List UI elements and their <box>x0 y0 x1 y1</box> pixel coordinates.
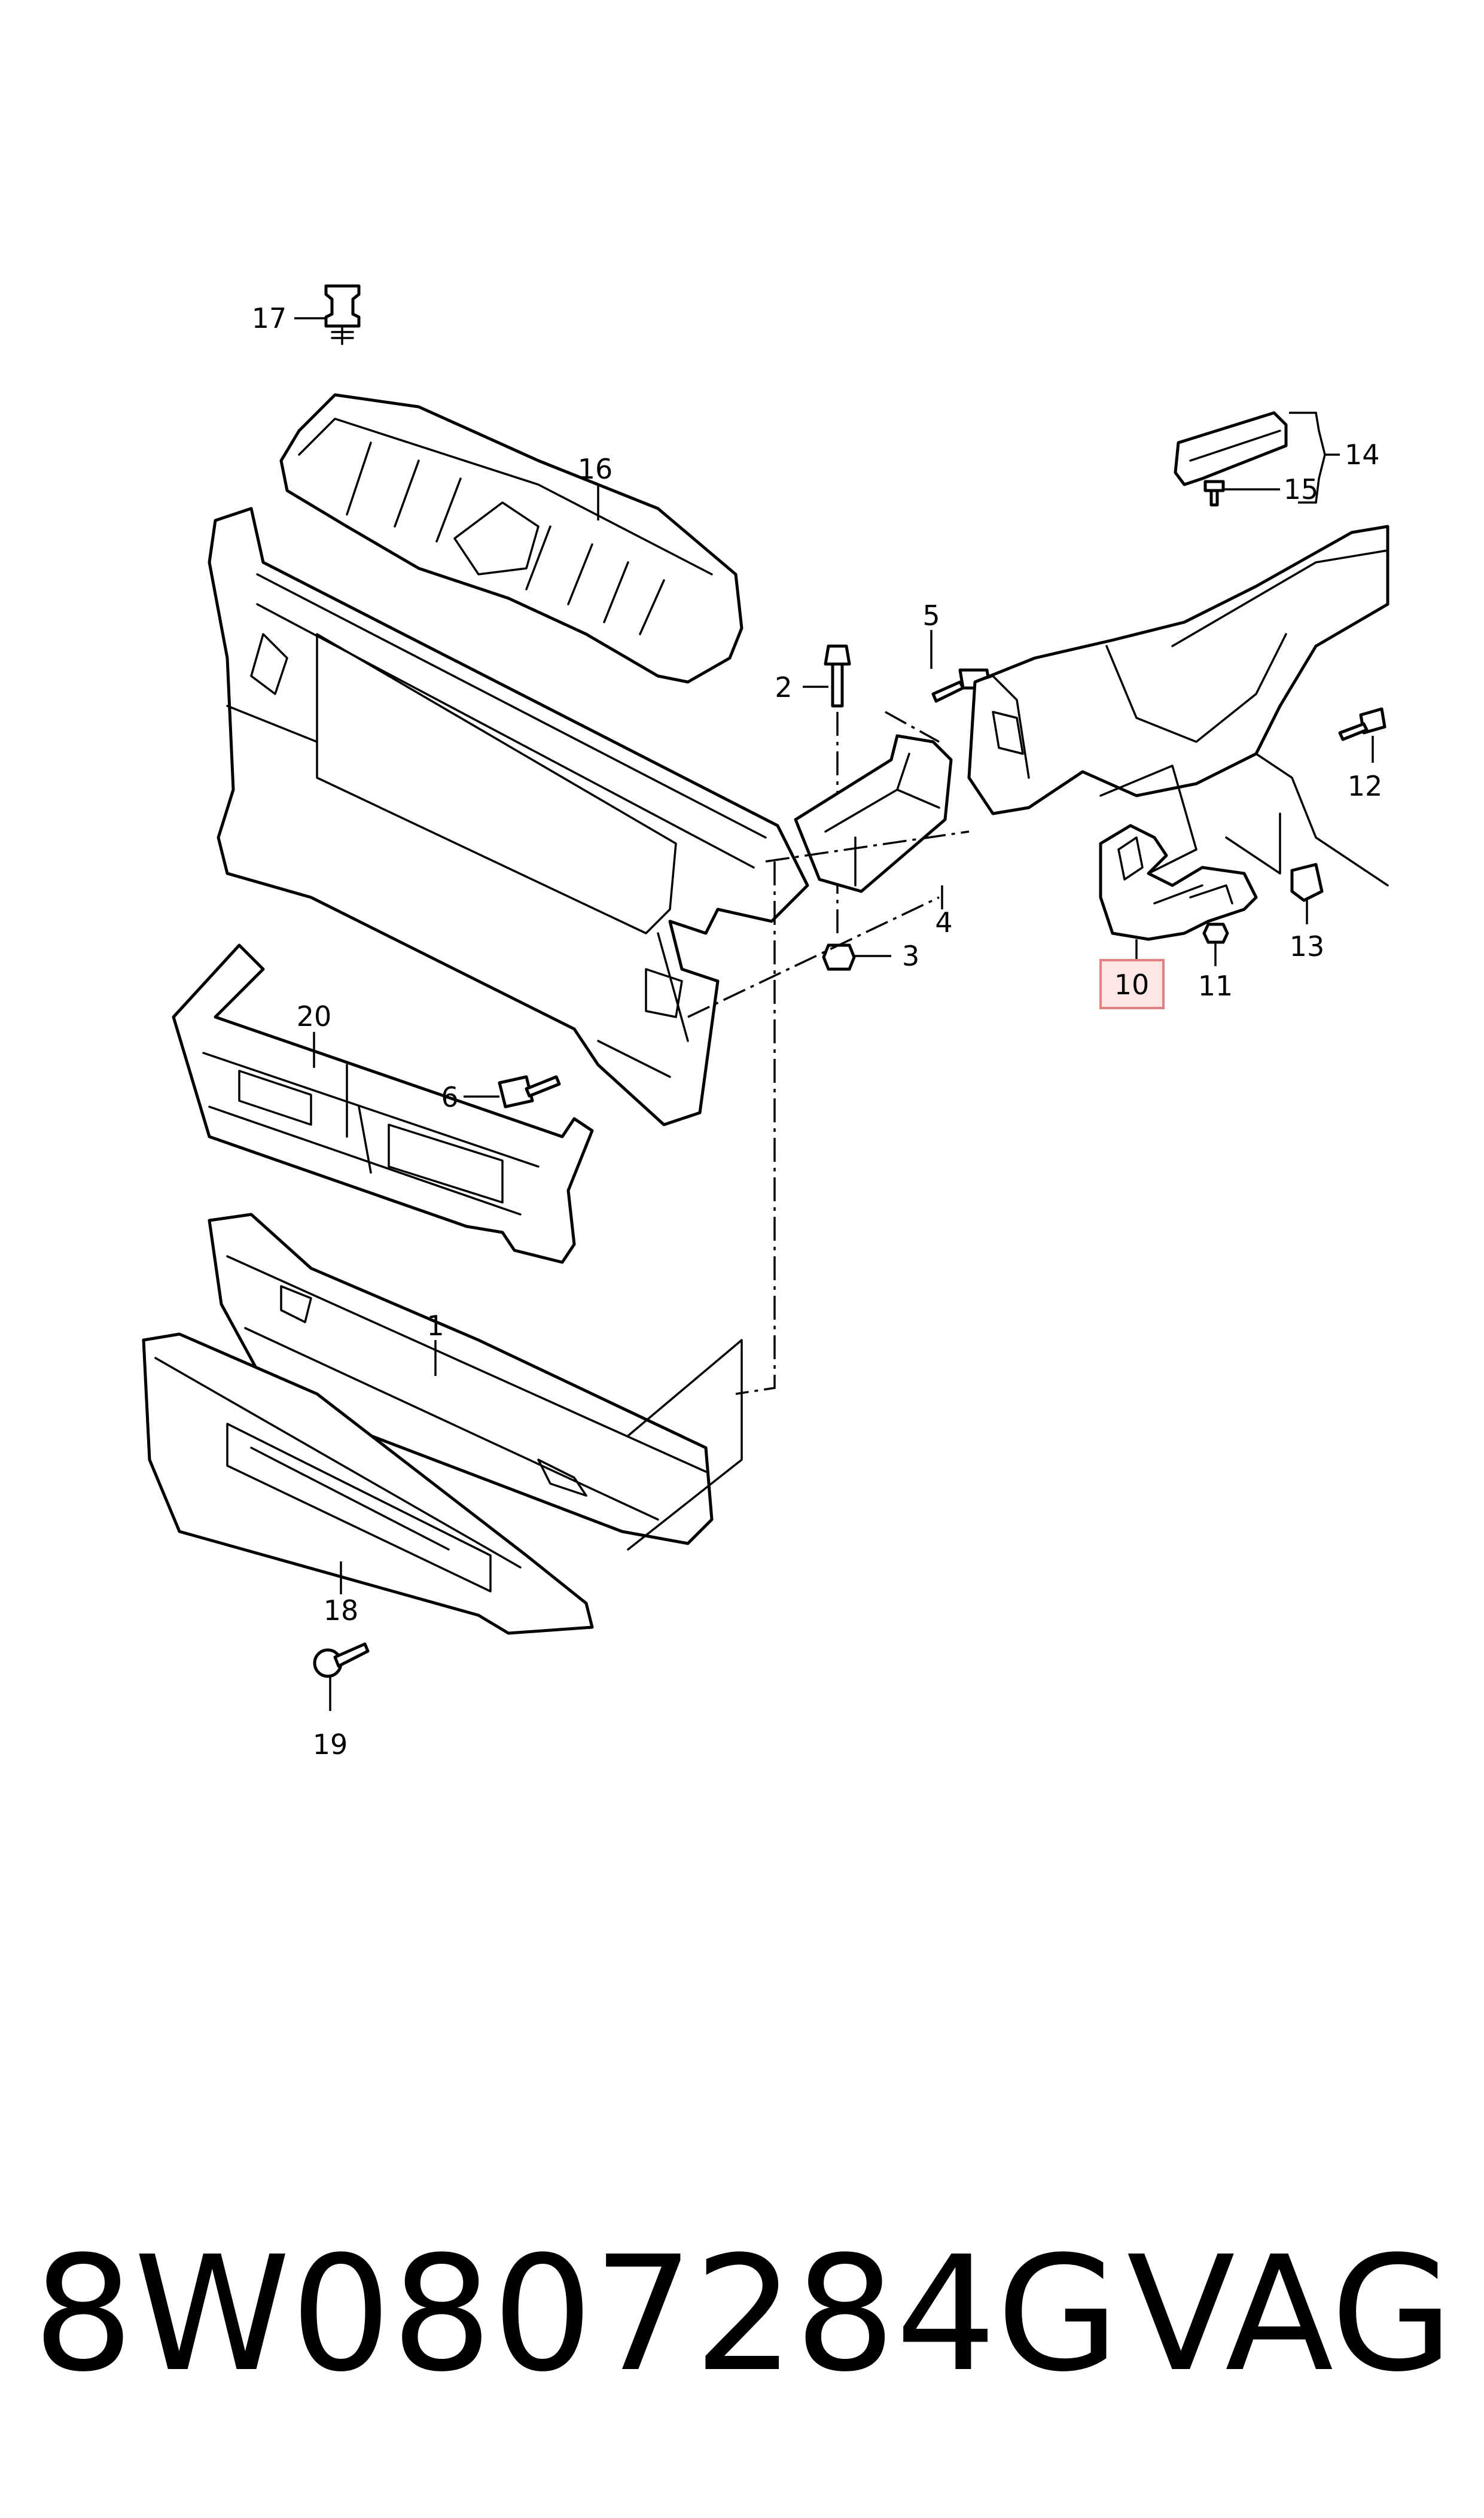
clip-19 <box>313 1642 370 1678</box>
callout-16: 16 <box>578 453 613 485</box>
crash-box-4 <box>794 734 953 893</box>
nut-11 <box>1202 922 1229 944</box>
screw-15 <box>1203 480 1225 507</box>
brand-name: VAG <box>1127 2222 1453 2407</box>
callout-10-highlight: 10 <box>1099 959 1165 1009</box>
callout-13: 13 <box>1290 930 1325 963</box>
top-cover-16 <box>279 393 743 684</box>
bumper-beam-1 <box>208 1213 714 1545</box>
air-guide-20 <box>172 943 594 1264</box>
callout-6: 6 <box>441 1081 458 1113</box>
bracket-10 <box>1099 824 1258 941</box>
body-side-member <box>967 525 1389 887</box>
callout-5: 5 <box>922 599 940 632</box>
callout-4: 4 <box>935 906 952 939</box>
callout-20: 20 <box>297 1000 332 1033</box>
callout-18: 18 <box>324 1594 359 1627</box>
callout-2: 2 <box>775 671 792 704</box>
callout-3: 3 <box>902 940 919 972</box>
callout-10: 10 <box>1114 969 1150 1001</box>
callout-17: 17 <box>252 302 287 334</box>
clip-17 <box>324 284 361 345</box>
callout-19: 19 <box>313 1728 348 1761</box>
screw-12 <box>1338 707 1387 741</box>
bolt-6 <box>498 1075 561 1109</box>
bolt-2 <box>824 644 851 708</box>
energy-absorber-18 <box>142 1332 594 1635</box>
callout-1: 1 <box>426 1310 444 1342</box>
nut-3 <box>822 943 856 971</box>
callout-14: 14 <box>1345 439 1380 471</box>
callout-11: 11 <box>1198 970 1233 1002</box>
part-number: 8W0807284G <box>33 2222 1119 2407</box>
plug-13 <box>1290 863 1324 902</box>
callout-12: 12 <box>1348 770 1383 802</box>
callout-15: 15 <box>1284 473 1319 506</box>
radiator-support-frame <box>208 507 809 1126</box>
bracket-14 <box>1174 411 1288 486</box>
